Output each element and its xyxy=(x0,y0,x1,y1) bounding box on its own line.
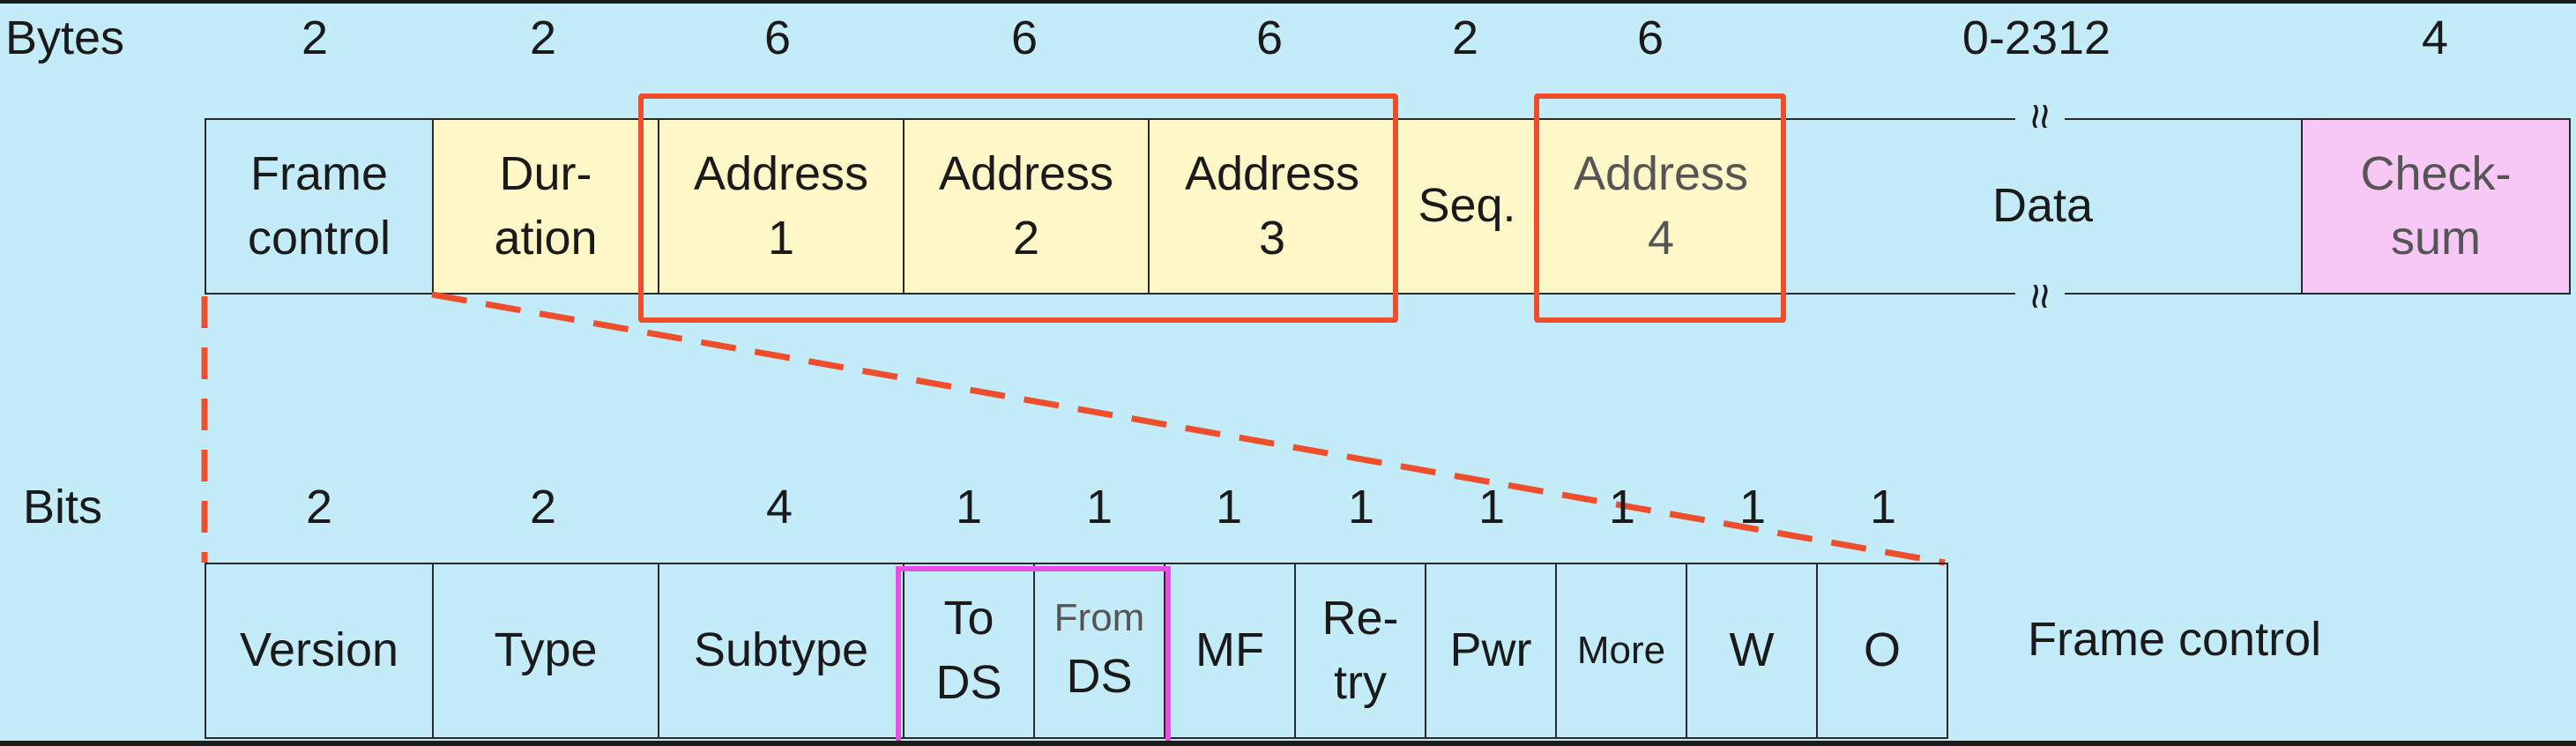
field-address-4-line2: 4 xyxy=(1647,212,1675,265)
field-seq-label: Seq. xyxy=(1418,179,1516,233)
field-duration-line1: Dur- xyxy=(499,146,592,200)
bit-field-w-label: W xyxy=(1729,623,1775,677)
bit-field-o: O xyxy=(1816,563,1948,739)
bit-size-pwr: 1 xyxy=(1478,481,1506,533)
bit-field-to-ds-line1: To xyxy=(943,591,994,645)
field-address-2: Address 2 xyxy=(903,118,1150,295)
bit-field-type: Type xyxy=(432,563,659,739)
field-address-1-line2: 1 xyxy=(767,212,795,265)
field-checksum-line1: Check- xyxy=(2360,146,2512,200)
bit-size-from-ds: 1 xyxy=(1085,481,1113,533)
bit-field-mf-label: MF xyxy=(1195,623,1264,677)
bit-size-mf: 1 xyxy=(1215,481,1243,533)
bit-size-subtype: 4 xyxy=(765,481,793,533)
bit-field-from-ds-line1: From xyxy=(1053,596,1145,640)
field-duration: Dur- ation xyxy=(432,118,659,295)
bit-field-type-label: Type xyxy=(494,623,598,677)
bit-size-o: 1 xyxy=(1869,481,1897,533)
bit-field-retry: Re- try xyxy=(1294,563,1426,739)
field-address-3-line2: 3 xyxy=(1258,212,1286,265)
bit-field-w: W xyxy=(1686,563,1818,739)
bit-field-pwr-label: Pwr xyxy=(1449,623,1532,677)
bit-field-more: More xyxy=(1555,563,1687,739)
bits-row-label: Bits xyxy=(23,481,103,533)
frame-size-duration: 2 xyxy=(529,11,557,64)
frame-size-address-3: 6 xyxy=(1255,11,1284,64)
bit-field-more-label: More xyxy=(1576,629,1666,673)
bit-field-pwr: Pwr xyxy=(1425,563,1557,739)
bit-size-retry: 1 xyxy=(1347,481,1375,533)
frame-size-data: 0-2312 xyxy=(1962,11,2111,64)
frame-control-caption: Frame control xyxy=(2028,613,2322,666)
bit-size-w: 1 xyxy=(1738,481,1767,533)
bit-field-mf: MF xyxy=(1164,563,1296,739)
field-frame-control-line1: Frame xyxy=(249,146,388,200)
frame-size-frame-control: 2 xyxy=(301,11,329,64)
field-address-3-line1: Address xyxy=(1184,146,1360,200)
frame-size-seq: 2 xyxy=(1451,11,1479,64)
field-duration-line2: ation xyxy=(494,212,598,265)
field-address-4: Address 4 xyxy=(1537,118,1784,295)
bit-field-to-ds-line2: DS xyxy=(935,656,1002,709)
frame-size-address-4: 6 xyxy=(1636,11,1664,64)
field-seq: Seq. xyxy=(1395,118,1539,295)
field-checksum: Check- sum xyxy=(2301,118,2571,295)
bit-field-o-label: O xyxy=(1863,623,1901,677)
bit-field-retry-line2: try xyxy=(1334,656,1387,709)
field-address-2-line2: 2 xyxy=(1012,212,1040,265)
bit-size-more: 1 xyxy=(1608,481,1636,533)
field-address-1-line1: Address xyxy=(693,146,869,200)
bit-size-to-ds: 1 xyxy=(955,481,983,533)
field-frame-control-line2: control xyxy=(247,212,391,265)
bytes-row-label: Bytes xyxy=(5,11,125,64)
frame-size-checksum: 4 xyxy=(2421,11,2449,64)
field-address-1: Address 1 xyxy=(658,118,905,295)
field-address-3: Address 3 xyxy=(1148,118,1396,295)
field-checksum-line2: sum xyxy=(2390,212,2481,265)
field-data-label: Data xyxy=(1992,179,2094,233)
bit-field-retry-line1: Re- xyxy=(1322,591,1399,645)
bit-field-from-ds-line2: DS xyxy=(1066,650,1133,704)
bit-size-type: 2 xyxy=(529,481,557,533)
bit-field-version: Version xyxy=(205,563,434,739)
frame-size-address-1: 6 xyxy=(763,11,792,64)
bit-field-subtype-label: Subtype xyxy=(693,623,869,677)
frame-size-address-2: 6 xyxy=(1010,11,1039,64)
bit-field-from-ds: From DS xyxy=(1033,563,1165,739)
field-address-2-line1: Address xyxy=(938,146,1114,200)
bit-field-subtype: Subtype xyxy=(658,563,905,739)
bit-size-version: 2 xyxy=(305,481,333,533)
expansion-line-right xyxy=(431,291,1946,566)
bit-field-to-ds: To DS xyxy=(903,563,1035,739)
bit-field-version-label: Version xyxy=(239,623,399,677)
field-address-4-line1: Address xyxy=(1573,146,1749,200)
